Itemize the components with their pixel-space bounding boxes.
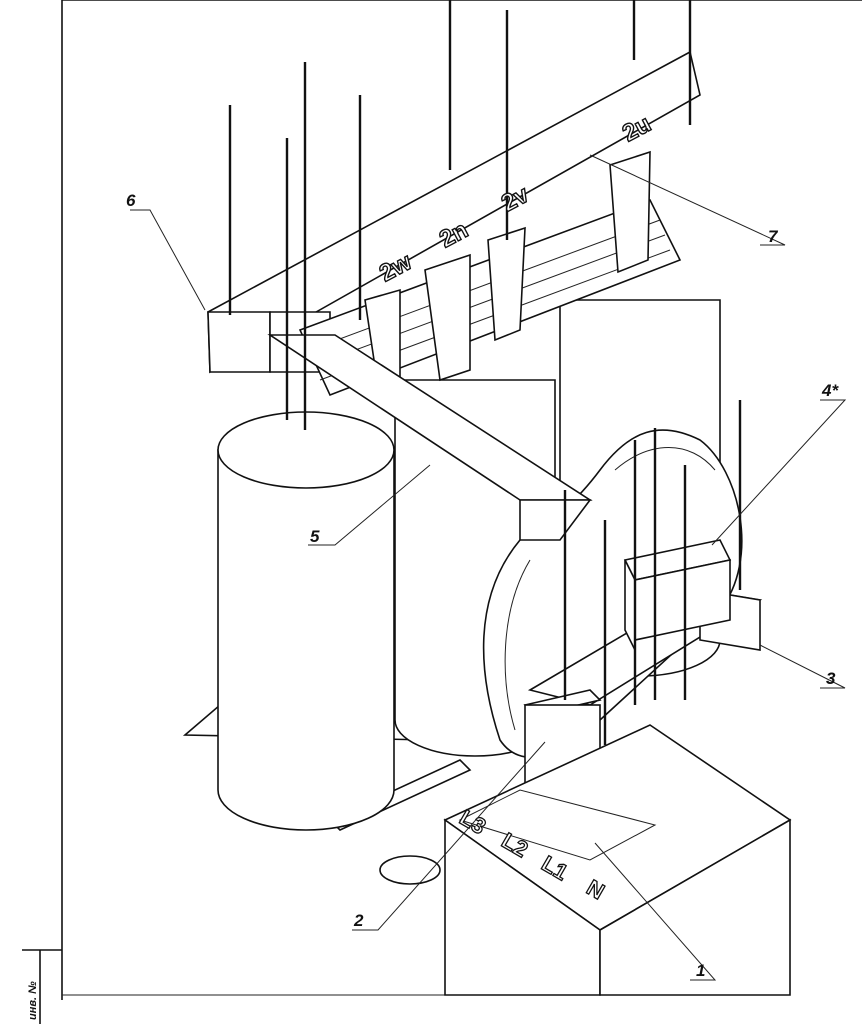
inventory-number-stamp: инв. № (27, 981, 39, 1020)
callout-6: 6 (126, 191, 136, 210)
callout-3: 3 (826, 669, 836, 688)
callout-7: 7 (768, 227, 779, 246)
current-transformer-box (623, 539, 732, 651)
flexible-cable (482, 429, 743, 759)
terminal-cabinet (443, 724, 792, 996)
rods (228, 0, 742, 745)
leader-lines (130, 154, 847, 981)
lv-busbars (364, 150, 651, 402)
hv-busbar (267, 334, 593, 541)
callout-1: 1 (696, 961, 705, 980)
callout-5: 5 (310, 527, 320, 546)
callouts: 6 5 7 4* 3 2 1 (126, 191, 839, 980)
coil-left (217, 411, 395, 831)
callout-4: 4* (821, 381, 839, 400)
callout-2: 2 (353, 911, 364, 930)
